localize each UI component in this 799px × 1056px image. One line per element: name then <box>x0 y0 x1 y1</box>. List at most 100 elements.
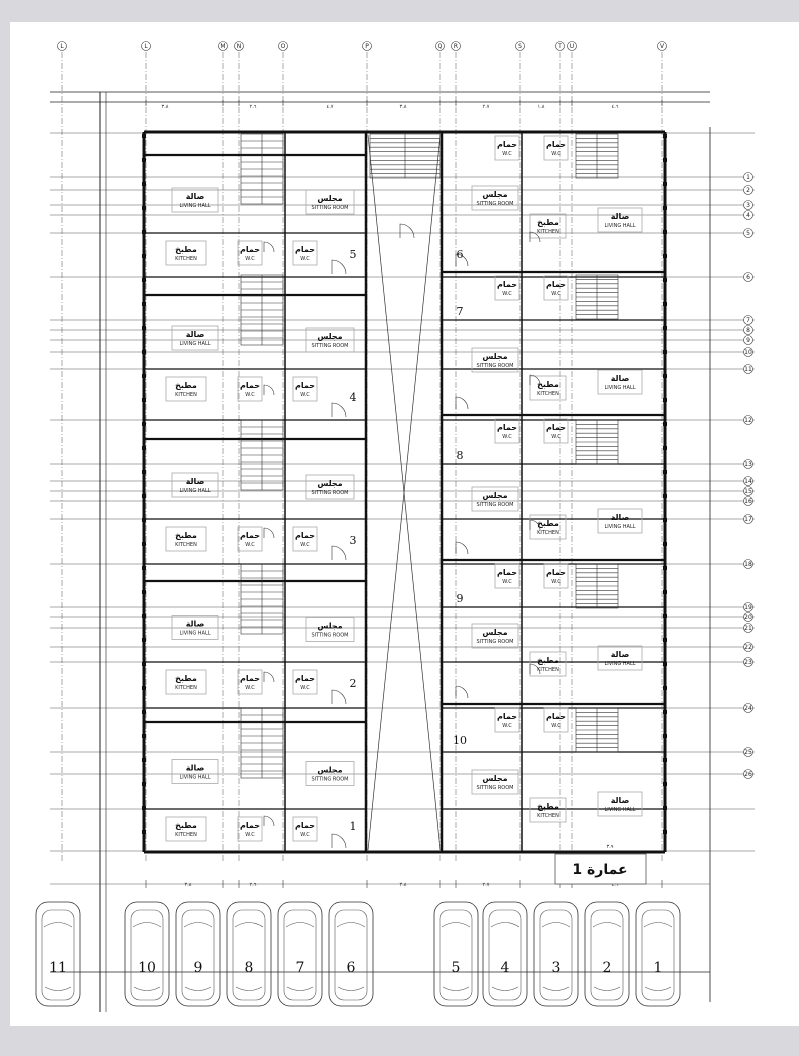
column <box>663 470 667 474</box>
car-rear-window <box>133 986 161 991</box>
car-windshield <box>234 922 264 928</box>
grid-bubble: 24 <box>743 703 753 713</box>
grid-bubble-circle <box>278 41 288 51</box>
grid-bubble-circle <box>515 41 525 51</box>
room-name-english: LIVING HALL <box>179 341 210 347</box>
car-rear-window <box>491 986 519 991</box>
dimension-value: ٤.٦ <box>612 104 619 110</box>
column <box>142 566 146 570</box>
parking-bay <box>35 901 81 1007</box>
room-name-english: LIVING HALL <box>179 775 210 781</box>
grid-bubble-circle <box>234 41 244 51</box>
grid-bubble-circle <box>743 210 753 220</box>
room-name-english: SITTING ROOM <box>311 490 348 496</box>
grid-bubble-circle <box>743 200 753 210</box>
car-rear-window <box>235 986 263 991</box>
room-name-arabic: مطبخ <box>175 674 197 683</box>
room-name-arabic: مجلس <box>482 352 507 362</box>
room-name-english: KITCHEN <box>175 542 197 548</box>
grid-lines <box>50 52 755 1012</box>
unit-number: 3 <box>350 534 357 547</box>
parking-number: 5 <box>452 960 461 976</box>
room-label-box <box>237 240 263 266</box>
room-name-arabic: حمام <box>240 381 260 390</box>
unit-number: 7 <box>457 305 464 318</box>
grid-bubble-circle <box>567 41 577 51</box>
door-swing <box>455 253 469 267</box>
door-swing <box>263 527 275 539</box>
room-name-arabic: مطبخ <box>537 380 559 389</box>
room-name-arabic: صالة <box>611 796 630 805</box>
column <box>663 446 667 450</box>
room-label-box <box>597 791 643 817</box>
room-name-english: SITTING ROOM <box>476 639 513 645</box>
grid-bubble-circle <box>435 41 445 51</box>
column <box>663 662 667 666</box>
room-label-box <box>237 376 263 402</box>
column <box>663 830 667 834</box>
grid-bubble: V <box>657 41 667 51</box>
room-label-box <box>165 240 207 266</box>
grid-bubble-label: 7 <box>746 317 750 324</box>
room-name-english: LIVING HALL <box>179 488 210 494</box>
dimension-value: ٤.٦ <box>612 882 619 888</box>
grid-bubble: R <box>451 41 461 51</box>
grid-bubble: 16 <box>743 496 753 506</box>
door-swing <box>455 685 469 699</box>
parking-space: 7 <box>277 901 323 1007</box>
room-name-arabic: حمام <box>295 821 315 830</box>
door-swing <box>263 384 275 396</box>
door-swing <box>331 259 347 275</box>
room-label-box <box>494 563 520 589</box>
building-title-text: عمارة 1 <box>572 862 627 878</box>
room-name-english: W.C <box>551 291 561 297</box>
room-name-arabic: صالة <box>186 764 205 773</box>
room-name-english: W.C <box>502 291 512 297</box>
grid-bubble: L <box>57 41 67 51</box>
unit-number: 6 <box>457 248 464 261</box>
room-name-arabic: مطبخ <box>175 821 197 830</box>
column <box>142 638 146 642</box>
grid-bubble-circle <box>743 335 753 345</box>
parking-space: 6 <box>328 901 374 1007</box>
grid-bubble: 3 <box>743 200 753 210</box>
room-name-arabic: مجلس <box>482 190 507 200</box>
grid-bubble-label: 4 <box>746 212 750 219</box>
grid-bubble-circle <box>743 459 753 469</box>
car-body <box>539 909 573 1001</box>
car-rear-window <box>184 986 212 991</box>
room-label-box <box>529 797 567 823</box>
room-name-english: W.C <box>551 151 561 157</box>
room-name-english: SITTING ROOM <box>476 363 513 369</box>
grid-bubble-circle <box>362 41 372 51</box>
room-label-box <box>171 325 219 351</box>
grid-bubble: S <box>515 41 525 51</box>
grid-bubble-circle <box>743 703 753 713</box>
column <box>663 134 667 138</box>
parking-bay <box>482 901 528 1007</box>
grid-bubble: 22 <box>743 642 753 652</box>
room-label-box <box>597 645 643 671</box>
grid-bubble: P <box>362 41 372 51</box>
room-name-arabic: حمام <box>546 568 566 577</box>
room-name-english: LIVING HALL <box>179 631 210 637</box>
column <box>142 422 146 426</box>
grid-bubble-circle <box>743 347 753 357</box>
parking-number: 2 <box>603 960 612 976</box>
grid-bubble-label: L <box>60 43 64 50</box>
parking-space: 11 <box>35 901 81 1007</box>
